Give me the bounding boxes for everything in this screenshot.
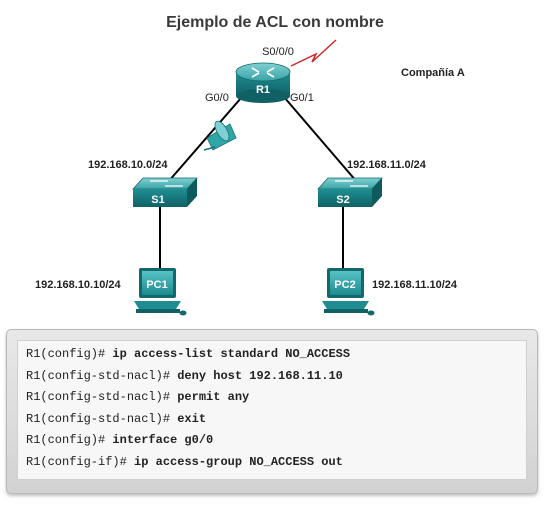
acl-filter-icon [203, 120, 237, 151]
cli-command: exit [177, 411, 207, 426]
router-g01-label: G0/1 [290, 92, 314, 104]
cli-line: R1(config-std-nacl)# permit any [26, 387, 518, 409]
cli-line: R1(config-std-nacl)# exit [26, 409, 518, 431]
cli-line: R1(config)# ip access-list standard NO_A… [26, 344, 518, 366]
pc-pc2-label: PC2 [334, 279, 355, 291]
cli-panel: R1(config)# ip access-list standard NO_A… [6, 329, 538, 494]
cli-prompt: R1(config-std-nacl)# [26, 368, 178, 383]
cli-prompt: R1(config)# [26, 347, 113, 361]
switch-s2-label: S2 [336, 194, 349, 206]
pc-pc1-label: PC1 [146, 279, 167, 291]
router-g00-label: G0/0 [205, 92, 229, 104]
cli-command: permit any [177, 390, 250, 404]
router-arrows-icon [251, 67, 275, 78]
cli-line: R1(config-std-nacl)# deny host 192.168.1… [26, 366, 518, 388]
network-s2-label: 192.168.11.0/24 [347, 159, 427, 171]
cli-prompt: R1(config-std-nacl)# [26, 411, 178, 426]
cli-command: ip access-group NO_ACCESS out [134, 454, 343, 469]
cli-line: R1(config)# interface g0/0 [26, 430, 518, 452]
cli-prompt: R1(config-if)# [26, 454, 135, 469]
link-r1-s1 [167, 89, 249, 183]
cli-command: interface g0/0 [112, 433, 214, 447]
router-r1[interactable]: R1 [235, 62, 291, 103]
company-label: Compañía A [401, 67, 465, 79]
cli-prompt: R1(config-std-nacl)# [26, 390, 178, 404]
switch-arrows-icon [335, 180, 368, 187]
cli-line: R1(config-if)# ip access-group NO_ACCESS… [26, 452, 518, 474]
pc2-address-label: 192.168.11.10/24 [372, 279, 458, 291]
pc1-address-label: 192.168.10.10/24 [35, 279, 122, 291]
switch-s1-label: S1 [151, 194, 164, 206]
network-topology-diagram: Ejemplo de ACL con nombre R1 S0/0/0 G0/0… [35, 14, 465, 316]
router-serial-label: S0/0/0 [262, 46, 294, 58]
switch-s2[interactable]: S2 [317, 177, 383, 207]
cli-command: ip access-list standard NO_ACCESS [112, 347, 351, 361]
pc-pc2[interactable]: PC2 [322, 268, 375, 316]
mouse-icon [367, 310, 375, 316]
diagram-title: Ejemplo de ACL con nombre [166, 14, 384, 31]
link-r1-s2 [277, 89, 358, 183]
cli-output: R1(config)# ip access-list standard NO_A… [17, 340, 527, 480]
switch-arrows-icon [150, 180, 183, 187]
pc-pc1[interactable]: PC1 [134, 268, 187, 316]
wan-serial-link [290, 39, 337, 67]
cli-prompt: R1(config)# [26, 433, 113, 447]
mouse-icon [179, 310, 187, 316]
cli-command: deny host 192.168.11.10 [177, 368, 343, 383]
network-s1-label: 192.168.10.0/24 [88, 159, 168, 171]
router-r1-label: R1 [256, 84, 270, 96]
switch-s1[interactable]: S1 [132, 177, 198, 207]
